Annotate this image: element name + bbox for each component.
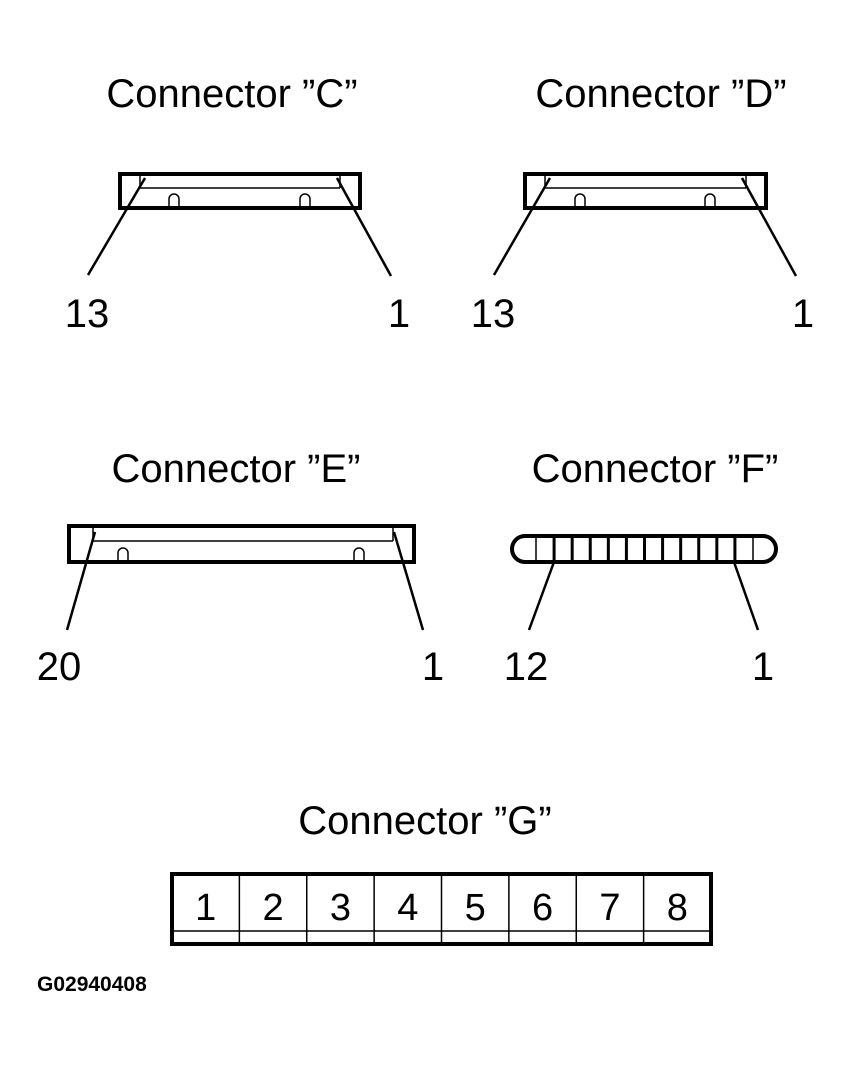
connector-g-cell-label: 4 (397, 887, 418, 929)
connector-c: Connector ”C” 13 1 (65, 72, 410, 336)
connector-g-cells: 1 2 3 4 5 6 7 8 (195, 874, 688, 944)
connector-d-lead-left (492, 177, 552, 276)
connector-e: Connector ”E” 20 1 (37, 447, 444, 689)
connector-d-pin-left-label: 13 (471, 292, 516, 336)
connector-c-pin-left-label: 13 (65, 292, 110, 336)
connector-c-lead-right (335, 177, 393, 277)
connector-f-lead-right (732, 561, 760, 631)
connector-e-lead-right (392, 531, 425, 631)
connector-c-title: Connector ”C” (106, 72, 357, 116)
connector-e-body (67, 524, 416, 564)
connector-f-title: Connector ”F” (532, 447, 779, 491)
connector-g-cell-label: 5 (465, 887, 486, 929)
connector-c-pin-right-label: 1 (388, 292, 410, 336)
connector-d-pin-right-label: 1 (792, 292, 814, 336)
connector-d-lead-right (740, 177, 798, 277)
connector-f-body (510, 534, 778, 564)
connector-d-title: Connector ”D” (535, 72, 786, 116)
connector-c-lead-left (86, 177, 147, 276)
connector-e-pin-left-label: 20 (37, 645, 82, 689)
connector-f-pin-left-label: 12 (504, 645, 549, 689)
connector-g-cell-label: 8 (667, 887, 688, 929)
connector-f-pin-right-label: 1 (752, 645, 774, 689)
connector-f-lead-left (527, 561, 556, 631)
connector-g: Connector ”G” 1 2 3 4 5 6 7 8 (170, 799, 713, 946)
connector-e-title: Connector ”E” (112, 447, 361, 491)
connector-g-cell-label: 1 (195, 887, 216, 929)
connector-e-lead-left (65, 531, 97, 631)
connector-c-body (118, 172, 362, 210)
connector-f: Connector ”F” 12 1 (504, 447, 779, 689)
connector-g-cell-label: 2 (262, 887, 283, 929)
connector-g-cell-label: 6 (532, 887, 553, 929)
connector-d: Connector ”D” 13 1 (471, 72, 814, 336)
connector-f-slots (535, 537, 754, 561)
figure-code: G02940408 (37, 973, 147, 996)
connector-g-title: Connector ”G” (298, 799, 551, 843)
connector-g-cell-label: 3 (330, 887, 351, 929)
connector-d-body (523, 172, 768, 210)
connector-g-cell-label: 7 (599, 887, 620, 929)
connector-e-pin-right-label: 1 (422, 645, 444, 689)
